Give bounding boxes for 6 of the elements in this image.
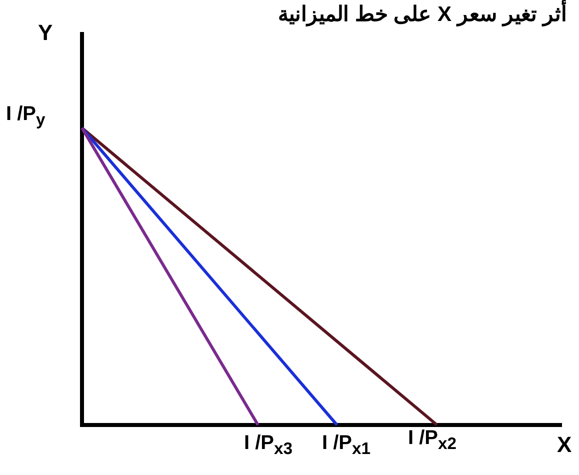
intercept-label: I /P$_{x3}$ — [244, 433, 293, 458]
intercept-label: I /P$_{y}$ — [6, 104, 46, 129]
axis-label: X — [557, 434, 572, 456]
axis-label: Y — [38, 22, 53, 44]
intercept-label: I /P$_{x1}$ — [322, 433, 371, 458]
intercept-label: I /P$_{x2}$ — [408, 428, 457, 453]
